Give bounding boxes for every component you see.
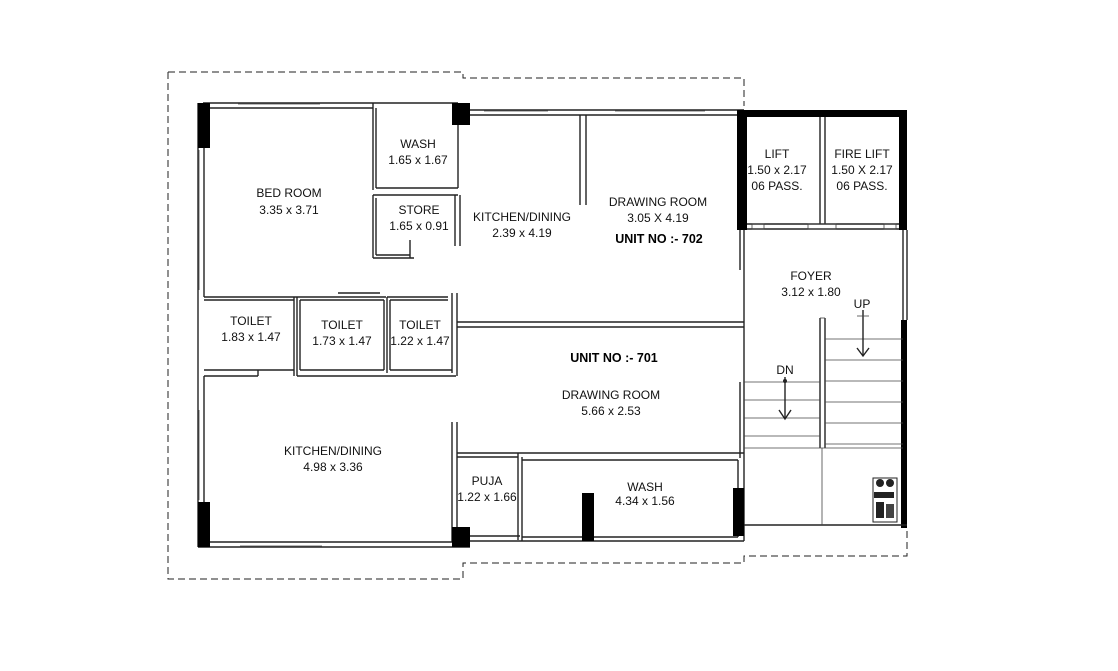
windows — [198, 103, 705, 547]
kitchen-702-name: KITCHEN/DINING — [473, 210, 571, 224]
wash-top-size: 1.65 x 1.67 — [388, 153, 448, 167]
toilet-3-name: TOILET — [399, 318, 441, 332]
toilet-partitions — [204, 292, 744, 377]
kitchen-702-size: 2.39 x 4.19 — [492, 226, 552, 240]
upper-left-partitions — [372, 103, 587, 259]
toilet-2-name: TOILET — [321, 318, 363, 332]
bedroom-name: BED ROOM — [256, 186, 321, 200]
unit-702-label: UNIT NO :- 702 — [615, 232, 703, 246]
fire-equipment-icon — [872, 477, 898, 523]
fire-lift-name: FIRE LIFT — [834, 147, 890, 161]
lower-partitions — [451, 422, 744, 542]
drawing-702-name: DRAWING ROOM — [609, 195, 707, 209]
toilet-3-size: 1.22 x 1.47 — [390, 334, 450, 348]
kitchen-701-size: 4.98 x 3.36 — [303, 460, 363, 474]
store-name: STORE — [398, 203, 439, 217]
wash-bottom-name: WASH — [627, 480, 663, 494]
store-size: 1.65 x 0.91 — [389, 219, 449, 233]
toilet-1-size: 1.83 x 1.47 — [221, 330, 281, 344]
columns — [198, 103, 744, 547]
wash-top-name: WASH — [400, 137, 436, 151]
kitchen-701-name: KITCHEN/DINING — [284, 444, 382, 458]
foyer-name: FOYER — [790, 269, 832, 283]
plot-boundary — [167, 71, 908, 580]
stair-down-label: DN — [776, 363, 793, 377]
wash-bottom-size: 4.34 x 1.56 — [615, 494, 675, 508]
bedroom-size: 3.35 x 3.71 — [259, 203, 319, 217]
lift-name: LIFT — [765, 147, 790, 161]
stair-up-label: UP — [854, 297, 871, 311]
drawing-701-name: DRAWING ROOM — [562, 388, 660, 402]
drawing-702-size: 3.05 X 4.19 — [627, 211, 689, 225]
fire-lift-size: 1.50 X 2.17 — [831, 163, 893, 177]
lift-core — [737, 110, 908, 528]
lift-size: 1.50 x 2.17 — [747, 163, 807, 177]
puja-name: PUJA — [472, 474, 503, 488]
foyer-size: 3.12 x 1.80 — [781, 285, 841, 299]
fire-lift-capacity: 06 PASS. — [836, 179, 887, 193]
puja-size: 1.22 x 1.66 — [457, 490, 517, 504]
staircase — [744, 310, 903, 525]
toilet-2-size: 1.73 x 1.47 — [312, 334, 372, 348]
lift-capacity: 06 PASS. — [751, 179, 802, 193]
room-labels: BED ROOM 3.35 x 3.71 WASH 1.65 x 1.67 ST… — [221, 137, 893, 508]
unit-701-label: UNIT NO :- 701 — [570, 351, 658, 365]
toilet-1-name: TOILET — [230, 314, 272, 328]
drawing-701-size: 5.66 x 2.53 — [581, 404, 641, 418]
